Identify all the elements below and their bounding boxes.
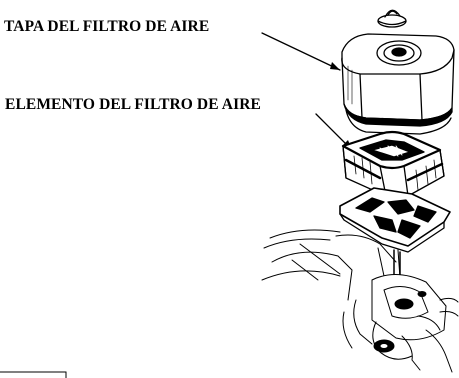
wing-nut	[377, 9, 407, 28]
cover-leader-line	[261, 32, 341, 71]
corner-box-outline	[0, 371, 67, 378]
air-filter-gasket	[339, 187, 451, 253]
air-filter-cover	[341, 33, 455, 135]
engine-housing	[261, 229, 459, 373]
air-filter-element-label: ELEMENTO DEL FILTRO DE AIRE	[5, 96, 261, 113]
air-filter-cover-label: TAPA DEL FILTRO DE AIRE	[4, 18, 210, 35]
air-filter-element	[341, 130, 445, 199]
